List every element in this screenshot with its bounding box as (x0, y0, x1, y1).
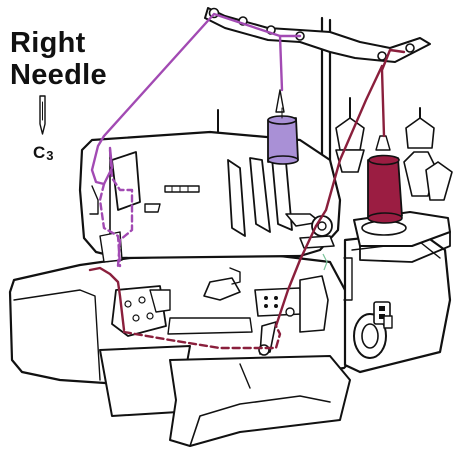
right-needle-thread-path (90, 12, 302, 268)
thread-spool-icon (267, 89, 299, 165)
presser-area (99, 231, 329, 365)
needle-code-label: C3 (33, 143, 54, 163)
waste-tray (99, 345, 351, 447)
needle-code-number: 3 (46, 148, 54, 163)
thread-spool-icon (367, 135, 403, 224)
spool-pins (204, 97, 453, 201)
other-thread-path (88, 48, 406, 350)
needle-icon (39, 95, 46, 135)
diagram-title-line-1: Right (10, 27, 86, 59)
diagram-title-line-2: Needle (10, 59, 107, 91)
needle-code-letter: C (33, 143, 46, 162)
thread-guide-hints (322, 253, 328, 271)
